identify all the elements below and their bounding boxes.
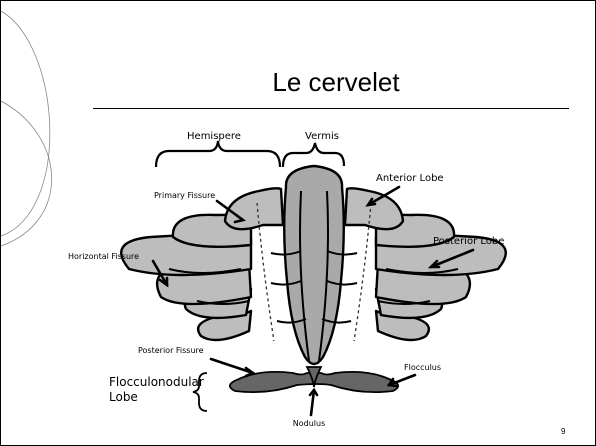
posterior-lobe-label: Posterior Lobe: [433, 236, 504, 247]
flocculonodular-lobe-label: Flocculonodular: [109, 375, 204, 389]
vermis-brace: [283, 143, 344, 167]
horizontal-fissure-label: Horizontal Fissure: [68, 252, 139, 261]
flocculonodular-lobe-label-line2: Lobe: [109, 390, 138, 404]
anterior-lobe-label: Anterior Lobe: [376, 173, 444, 184]
hemisphere-label: Hemispere: [187, 131, 241, 142]
nodulus-label: Nodulus: [293, 419, 326, 428]
primary-fissure-label: Primary Fissure: [154, 191, 215, 200]
flocculus-label: Flocculus: [404, 363, 441, 372]
vermis-label: Vermis: [305, 131, 339, 142]
page-number: 9: [561, 427, 565, 436]
posterior-fissure-label: Posterior Fissure: [138, 346, 204, 355]
hemisphere-brace: [156, 141, 280, 167]
